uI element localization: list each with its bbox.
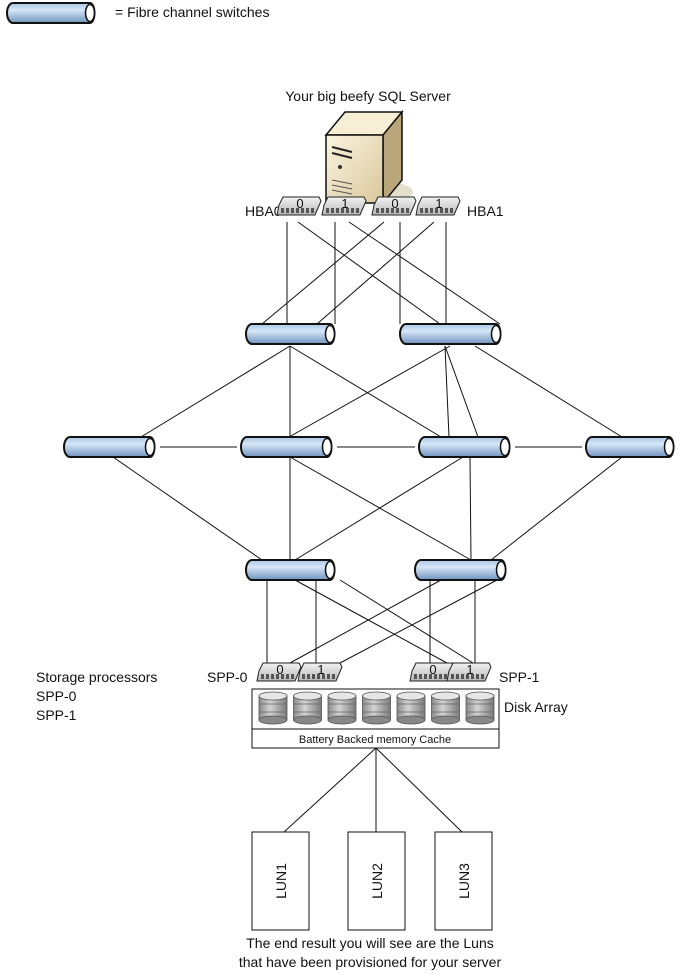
cache-box (251, 728, 500, 749)
spp0-label: SPP-0 (207, 669, 248, 685)
lun-box (347, 831, 406, 931)
spp1-label: SPP-1 (499, 669, 540, 685)
connection-line (288, 345, 451, 438)
disk-array (258, 691, 495, 725)
port-number: 1 (466, 662, 473, 677)
port-number: 1 (317, 662, 324, 677)
spp-port-0: 0 (256, 662, 302, 682)
storage-note-line-1: Storage processors (36, 669, 157, 685)
connection-line (112, 456, 263, 561)
lun-3: LUN3 (434, 831, 493, 931)
connection-line (474, 345, 623, 438)
connection-line (339, 579, 498, 664)
connection-line (261, 221, 385, 325)
port-number: 0 (391, 196, 398, 211)
footer-line-2: that have been provisioned for your serv… (239, 954, 502, 970)
connection-line (316, 221, 435, 325)
hba-port-0: 0 (276, 196, 322, 216)
switch-m1 (63, 436, 156, 458)
server-title: Your big beefy SQL Server (285, 88, 451, 104)
lun-label: LUN2 (369, 863, 385, 899)
connection-line (297, 221, 441, 325)
lun-box (434, 831, 493, 931)
disk-icon (396, 691, 426, 725)
switch-b1 (245, 559, 336, 581)
spp-port-1: 1 (297, 662, 343, 682)
connection-line (294, 456, 464, 561)
connection-line (444, 345, 479, 438)
storage-processor-ports: 0 1 0 1 (256, 662, 492, 682)
storage-note-line-2: SPP-0 (36, 688, 77, 704)
server-tower-icon (324, 109, 413, 206)
fibre-channel-switches (63, 323, 675, 581)
disk-icon (362, 691, 391, 725)
legend: = Fibre channel switches (6, 1, 269, 24)
connection-line (375, 747, 463, 833)
connection-line (289, 456, 472, 561)
hba-port-2: 0 (371, 196, 417, 216)
switch-m2 (240, 436, 333, 458)
lun-label: LUN3 (456, 863, 472, 899)
switch-t2 (399, 323, 502, 345)
connection-line (444, 345, 450, 438)
storage-note-line-3: SPP-1 (36, 707, 77, 723)
cache-label: Battery Backed memory Cache (299, 734, 451, 746)
port-number: 1 (435, 196, 442, 211)
storage-processors-note: Storage processors SPP-0 SPP-1 (36, 669, 157, 723)
switch-t1 (245, 323, 336, 345)
disk-icon (431, 691, 460, 725)
connection-line (469, 456, 472, 561)
disk-icon (258, 691, 288, 725)
connection-line (140, 345, 291, 438)
connection-line (339, 579, 474, 664)
connection-line (490, 456, 623, 561)
hba1-label: HBA1 (467, 203, 504, 219)
connection-lines (112, 221, 623, 833)
legend-switch-shape (6, 1, 96, 24)
spp-port-3: 1 (446, 662, 492, 682)
disk-array-label: Disk Array (504, 699, 568, 715)
hba0-label: HBA0 (245, 203, 282, 219)
port-number: 0 (276, 662, 283, 677)
lun-label: LUN1 (273, 863, 289, 899)
lun-2: LUN2 (347, 831, 406, 931)
port-number: 0 (296, 196, 303, 211)
footer-line-1: The end result you will see are the Luns (246, 935, 493, 951)
connection-line (283, 747, 377, 833)
lun-box (251, 831, 310, 931)
legend-text: = Fibre channel switches (115, 4, 269, 20)
connection-line (348, 221, 501, 325)
switch-m3 (418, 436, 511, 458)
disk-icon (327, 691, 357, 725)
lun-1: LUN1 (251, 831, 310, 931)
connection-line (289, 345, 442, 438)
connection-line (289, 579, 442, 664)
hba-port-1: 1 (321, 196, 367, 216)
disk-icon (465, 691, 495, 725)
port-number: 0 (429, 662, 436, 677)
port-number: 1 (341, 196, 348, 211)
connection-line (294, 579, 448, 664)
disk-icon (293, 691, 322, 725)
switch-m4 (585, 436, 675, 458)
legend-switch-icon (6, 1, 96, 24)
hba-port-3: 1 (415, 196, 461, 216)
switch-b2 (414, 559, 507, 581)
hba-ports: 0 1 0 1 (276, 196, 461, 216)
